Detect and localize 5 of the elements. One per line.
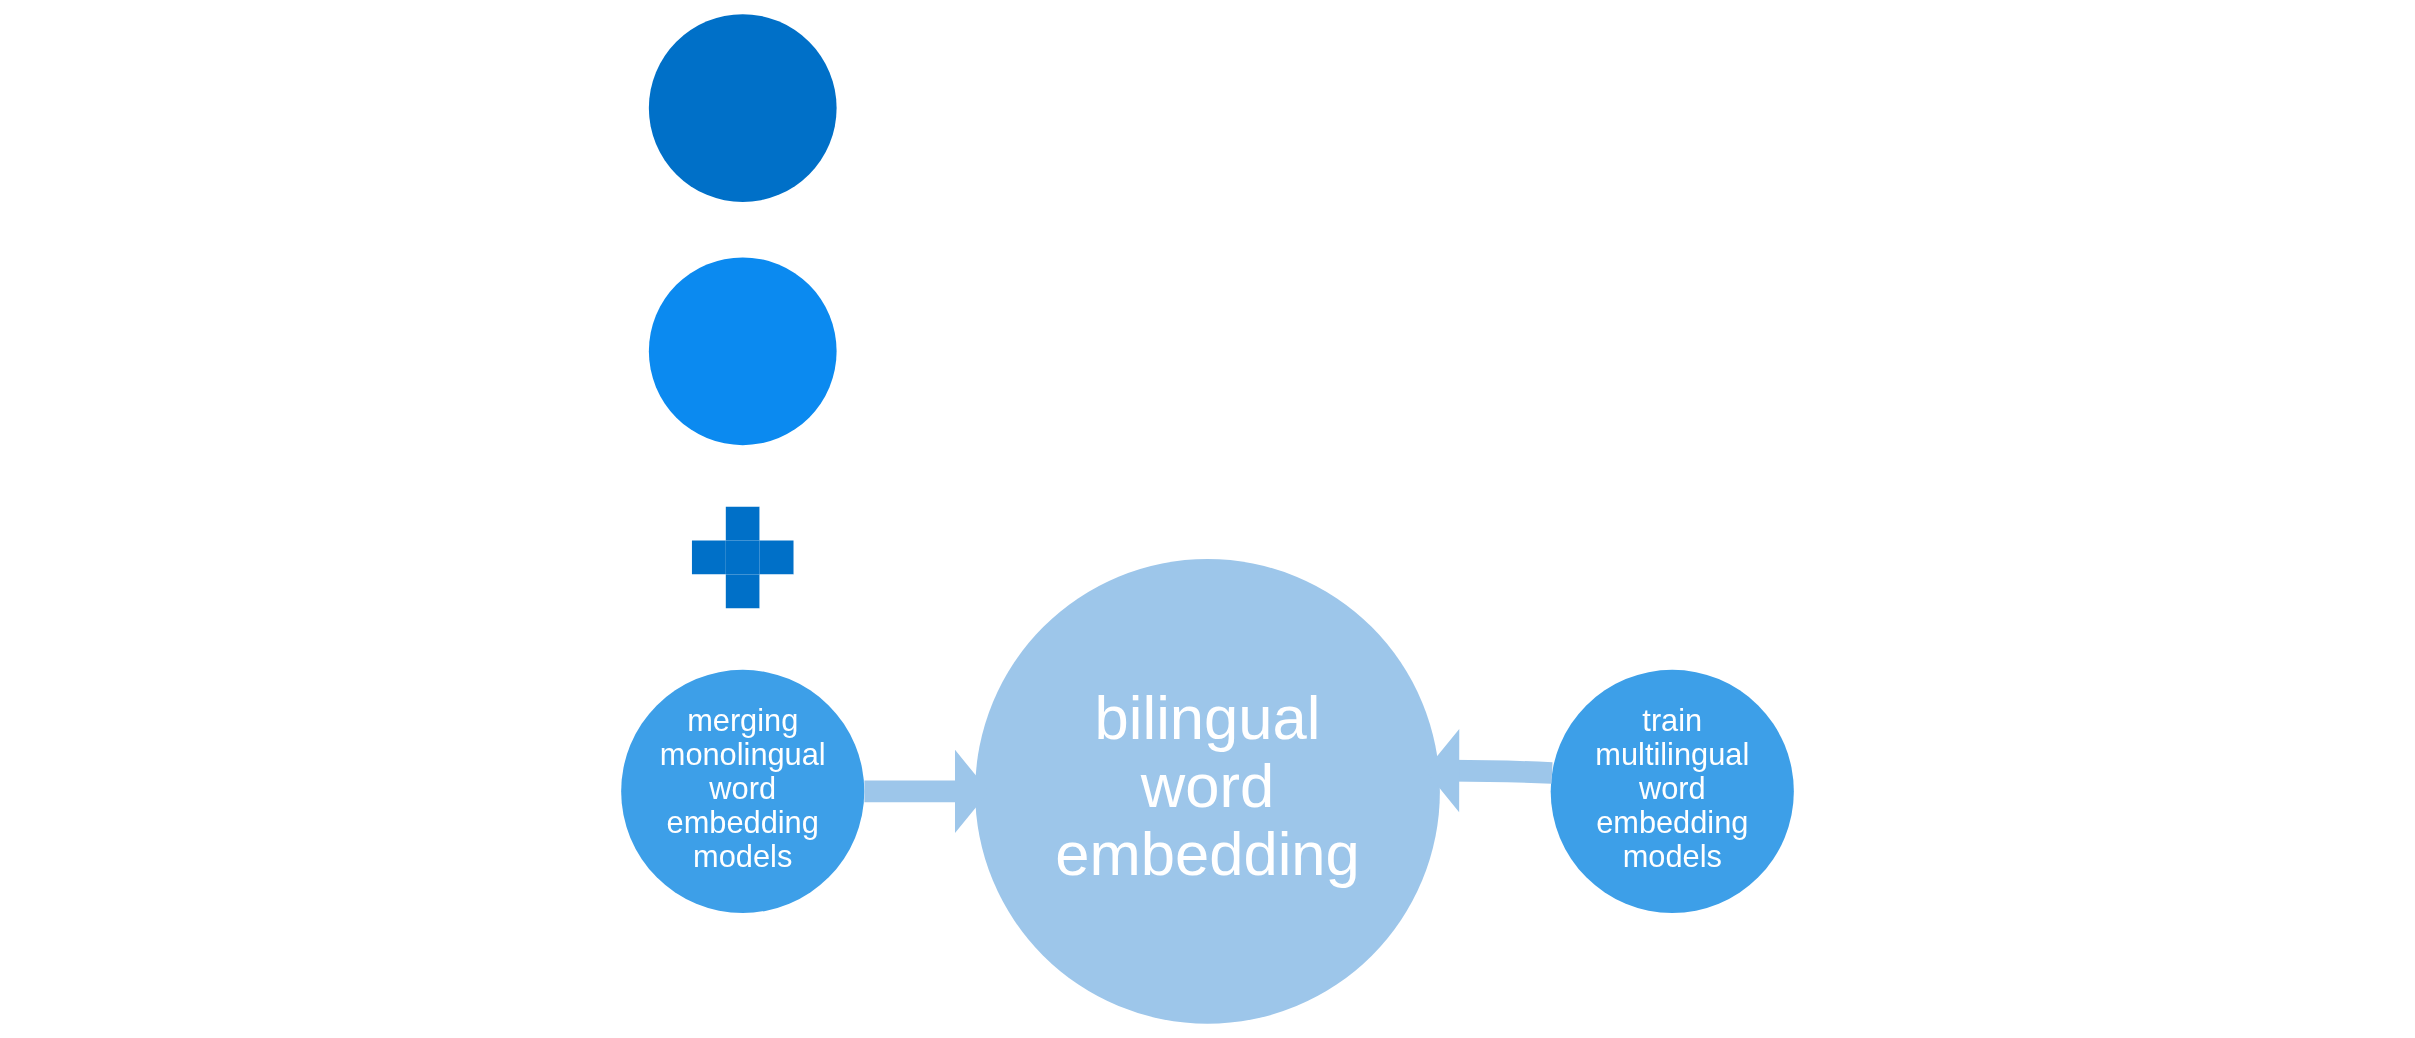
node-circle (648, 257, 837, 446)
node-circle: train multilingual word embedding models (1550, 669, 1794, 913)
node-circle (648, 14, 837, 202)
node-circle: bilingual word embedding (975, 559, 1440, 1024)
node-circle: merging monolingual word embedding models (621, 669, 865, 913)
